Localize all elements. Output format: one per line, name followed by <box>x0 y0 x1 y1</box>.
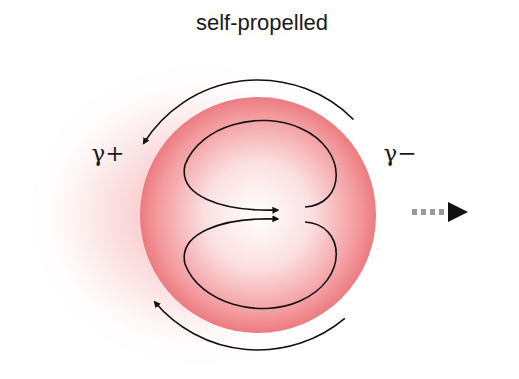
internal-flow-loop <box>184 219 336 309</box>
motion-arrow <box>412 209 452 215</box>
diagram-title: self-propelled <box>196 10 328 36</box>
surface-tension-label: γ+ <box>91 140 124 166</box>
internal-flow-loop <box>184 120 336 210</box>
surface-flow-arrow <box>155 302 345 350</box>
surface-flow-arrow <box>144 80 354 144</box>
surface-tension-label: γ− <box>383 140 416 166</box>
droplet <box>140 97 376 333</box>
